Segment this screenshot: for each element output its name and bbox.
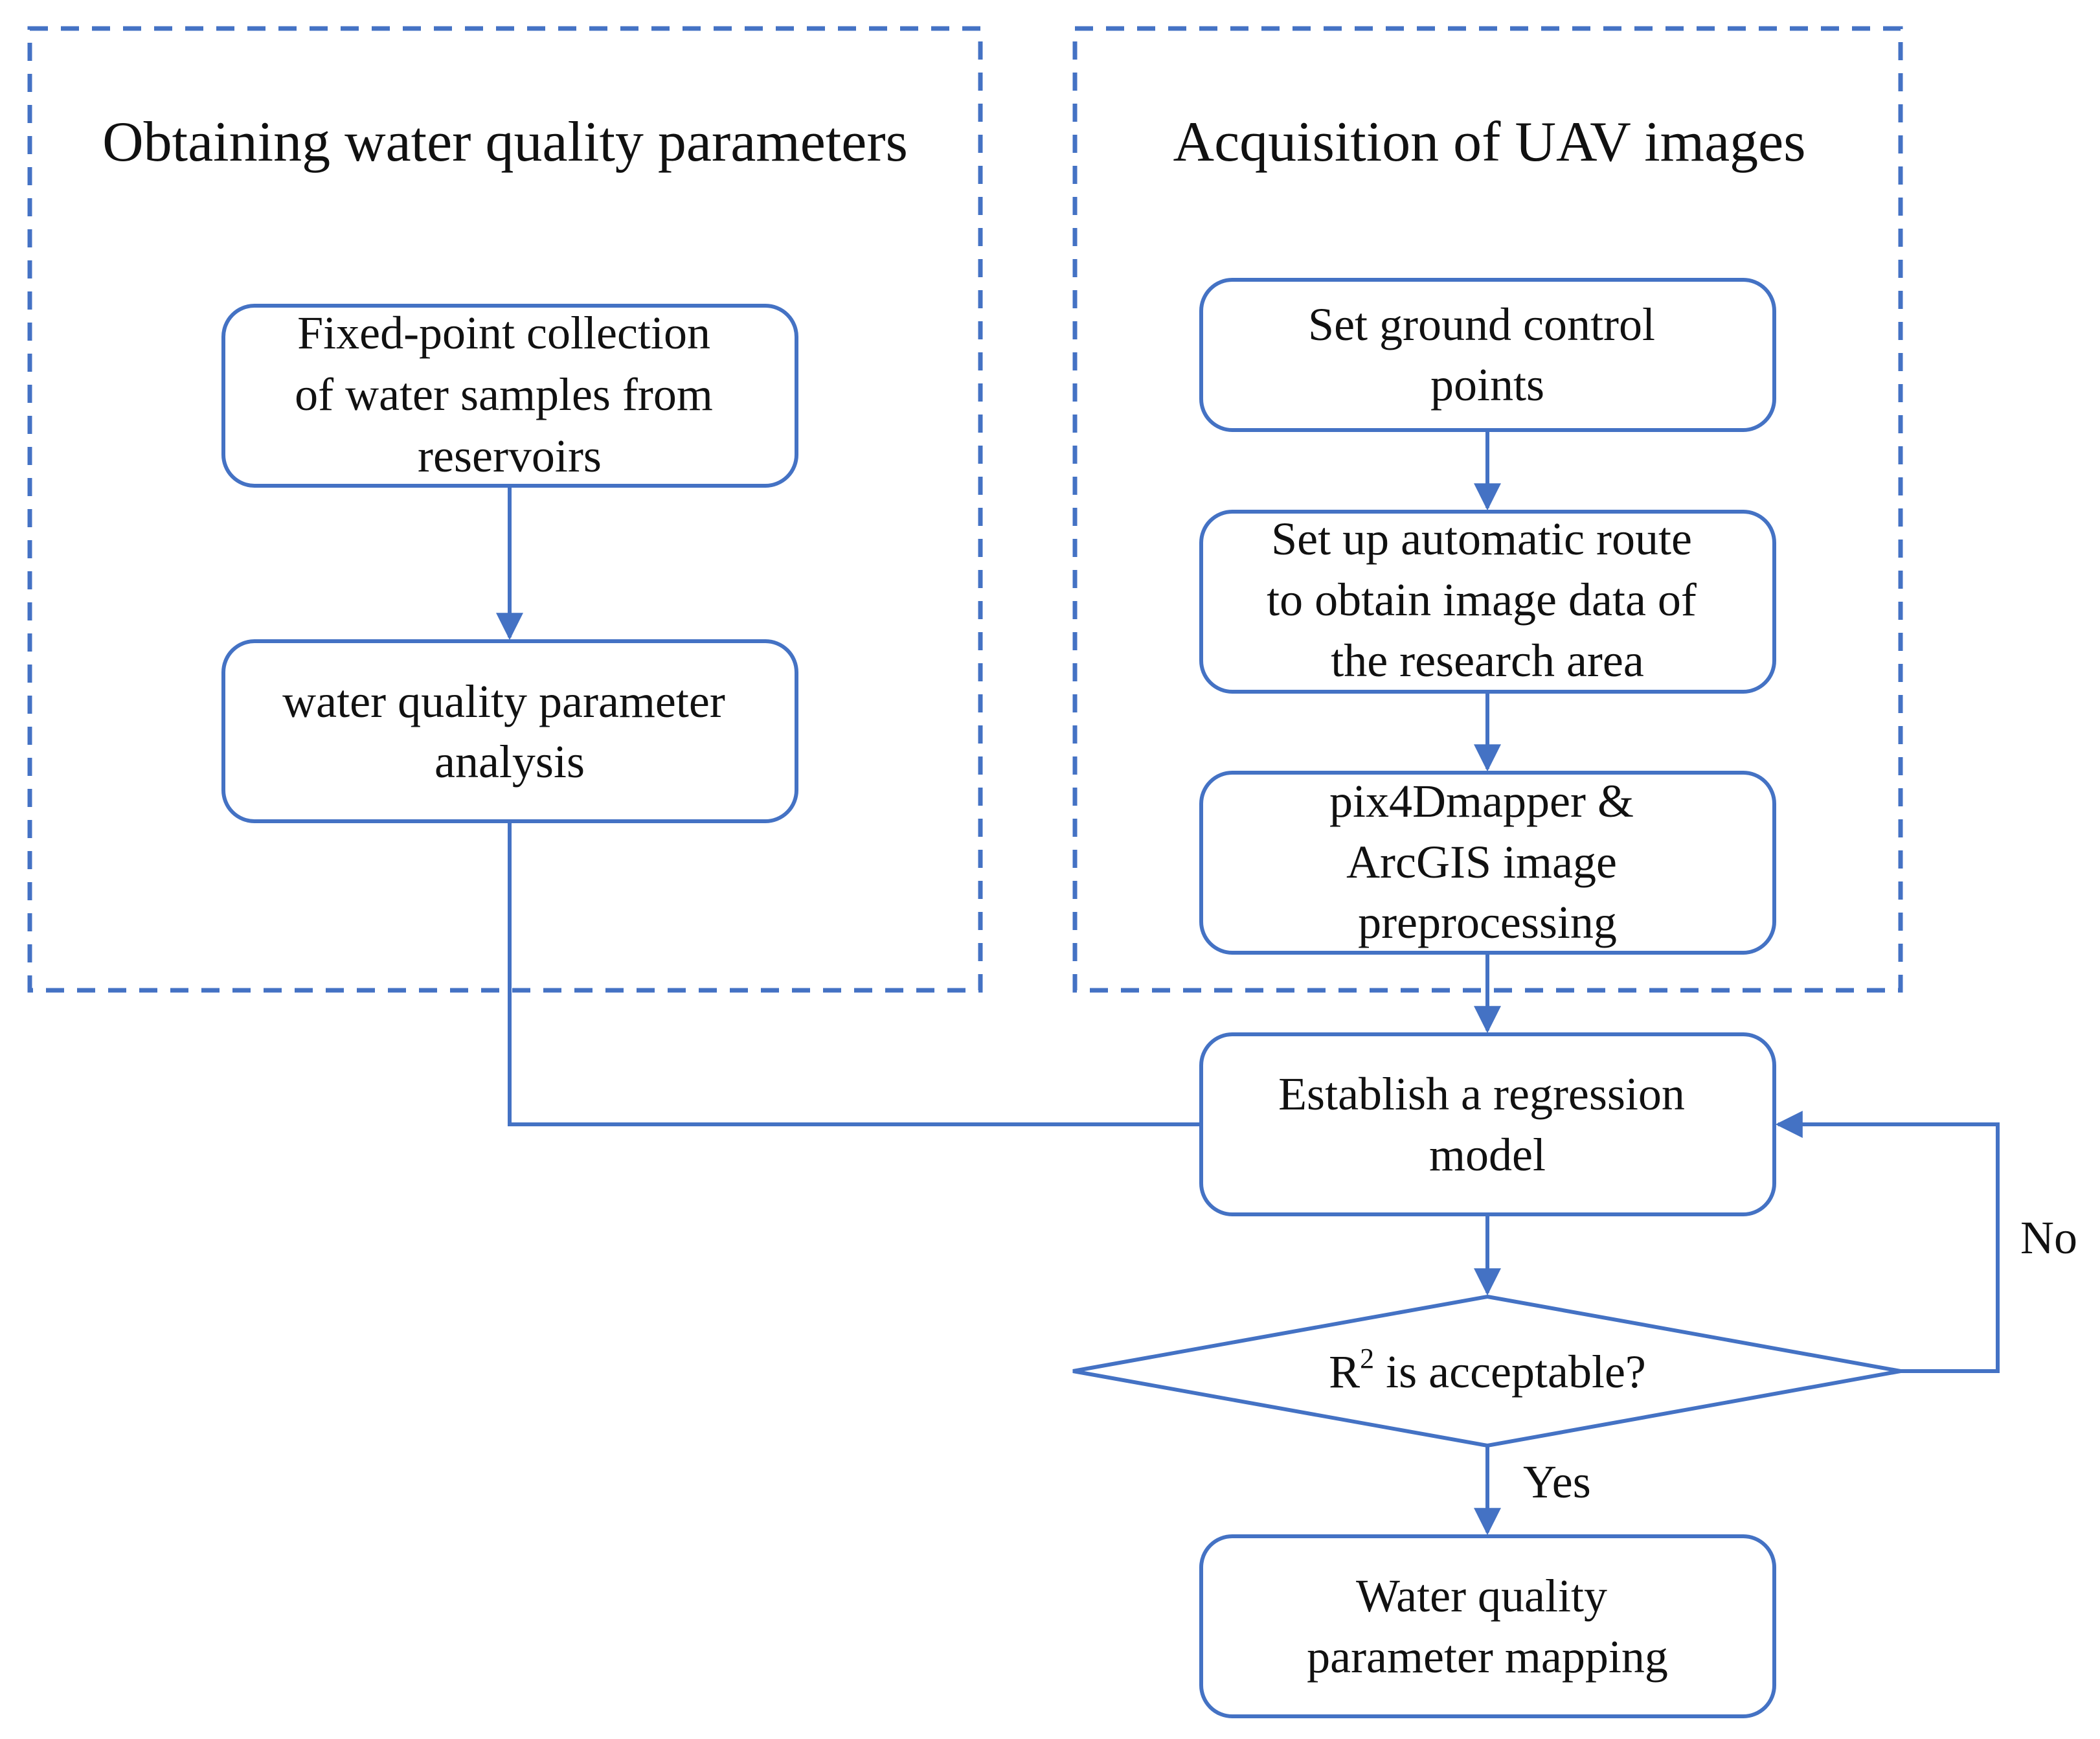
connector-analysis-to-regression — [508, 821, 1201, 1126]
edge-label-yes: Yes — [1523, 1456, 1591, 1508]
ground-control-points-label: Set ground control points — [1308, 299, 1667, 411]
regression-model-box — [1199, 1032, 1776, 1216]
group-uav-box — [1072, 26, 1903, 993]
image-preprocessing-label: pix4Dmapper & ArcGIS image preprocessing — [1329, 775, 1645, 948]
water-quality-analysis-box — [221, 639, 798, 823]
group-water-quality-box — [27, 26, 983, 993]
regression-model-label: Establish a regression model — [1278, 1068, 1697, 1181]
group-water-quality-title: Obtaining water quality parameters — [102, 111, 908, 174]
water-quality-analysis-label: water quality parameter analysis — [282, 676, 737, 788]
fixed-point-collection-label: Fixed-point collection of water samples … — [295, 307, 725, 482]
r-squared-decision-label: R2 is acceptable? — [1329, 1343, 1646, 1398]
water-quality-mapping-label: Water quality parameter mapping — [1307, 1570, 1668, 1683]
water-quality-mapping-box — [1199, 1534, 1776, 1718]
arrow-decision-no-to-regression — [1775, 1111, 2000, 1373]
automatic-route-label: Set up automatic route to obtain image d… — [1267, 513, 1708, 687]
edge-label-no: No — [2020, 1212, 2077, 1264]
group-uav-title: Acquisition of UAV images — [1173, 111, 1806, 174]
